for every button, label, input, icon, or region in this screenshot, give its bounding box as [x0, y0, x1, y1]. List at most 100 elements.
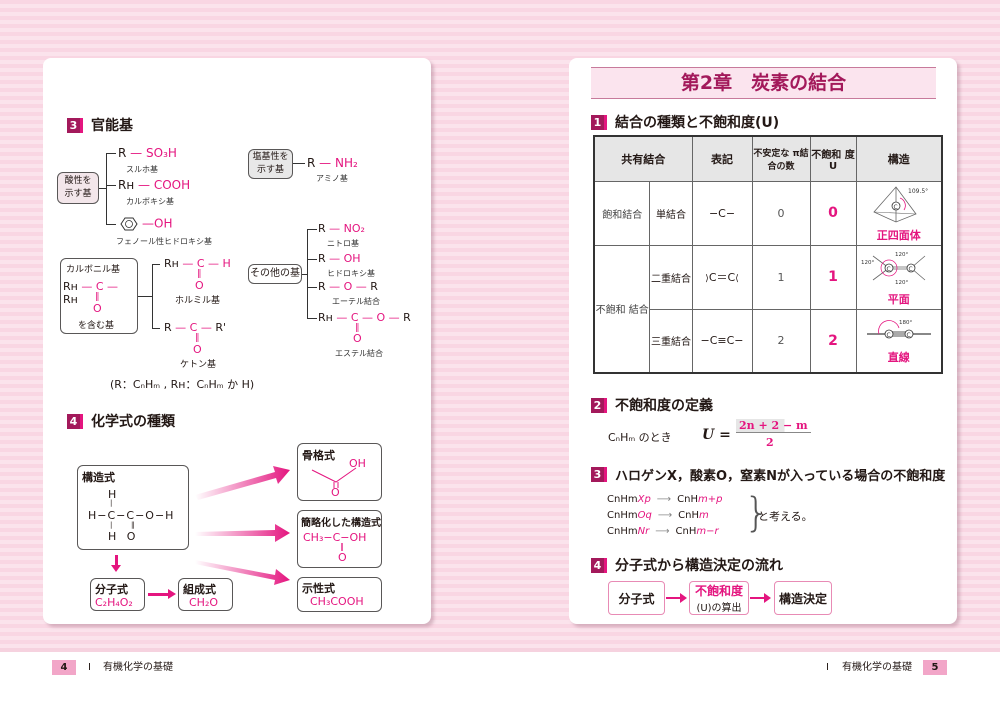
bracket-line: [307, 229, 317, 230]
skeletal-oh: OH: [349, 457, 366, 470]
section-title: 不飽和度の定義: [615, 398, 713, 414]
r-definition-note: (R：CₙHₘ , Rʜ：CₙHₘ か H): [110, 378, 255, 391]
other-group-label: その他の基: [248, 264, 302, 284]
cell-pi: 0: [751, 180, 811, 246]
planar-structure-icon: C C 120° 120° 120°: [861, 252, 926, 286]
skeletal-formula-box: 骨格式 OH O: [297, 443, 382, 501]
bracket-line: [99, 188, 106, 189]
chapter-title: 第2章 炭素の結合: [591, 67, 936, 99]
structural-row3: H O: [108, 530, 136, 543]
bracket-line: [307, 229, 308, 319]
formyl-name: ホルミル基: [175, 296, 221, 306]
bracket-line: [106, 153, 116, 154]
brace-icon: }: [744, 490, 770, 536]
section-4-heading: 4 化学式の種類: [67, 411, 175, 431]
nitro-name: ニトロ基: [327, 239, 359, 248]
svg-text:C: C: [908, 266, 912, 273]
section-title: 官能基: [91, 118, 133, 134]
svg-text:120°: 120°: [895, 252, 908, 258]
ester-name: エステル結合: [335, 349, 383, 358]
molecular-value: C₂H₄O₂: [95, 596, 133, 609]
molecular-title: 分子式: [95, 583, 128, 596]
right-arrow-icon: [168, 589, 176, 599]
cell-pi: 1: [751, 244, 811, 310]
cell-structure: C 109.5° 正四面体: [855, 180, 943, 246]
skeletal-o: O: [331, 486, 340, 499]
condensed-value: CH₃−C−OH: [303, 531, 367, 544]
ether-name: エーテル結合: [332, 297, 380, 306]
bracket-line: [106, 185, 116, 186]
amino-formula: R — NH₂: [307, 156, 358, 170]
hydroxy-formula: R — OH: [318, 252, 361, 265]
bracket-line: [152, 264, 160, 265]
bond-types-table: 共有結合 表記 不安定な π結合の数 不飽和 度 U 構造 飽和結合 単結合 −…: [593, 135, 943, 374]
bond-line: |: [110, 521, 113, 529]
rational-value: CH₃COOH: [310, 595, 364, 608]
flow-label: 構造決定: [778, 591, 827, 606]
base-label-line1: 塩基性を: [252, 152, 289, 162]
condensed-title: 簡略化した構造式: [301, 518, 381, 529]
rational-title: 示性式: [302, 582, 335, 595]
cell-type: 単結合: [649, 180, 693, 246]
double-bond: ‖: [195, 333, 200, 343]
svg-text:120°: 120°: [895, 280, 908, 286]
table-header-row: 共有結合 表記 不安定な π結合の数 不飽和 度 U 構造: [593, 135, 943, 182]
section-title: 化学式の種類: [91, 414, 175, 430]
cell-u: 1: [809, 244, 857, 310]
svg-text:C: C: [886, 266, 890, 273]
svg-text:C: C: [893, 204, 897, 211]
molecular-formula-box: 分子式 C₂H₄O₂: [90, 578, 145, 611]
shape-label: 直線: [887, 351, 910, 365]
svg-text:120°: 120°: [861, 260, 874, 266]
page-number: 4: [52, 660, 76, 675]
cell-structure: C C 180° 直線: [855, 308, 943, 374]
flow-arrow-shaft: [666, 597, 682, 599]
table-row: 不飽和 結合 二重結合 ⟩C＝C⟨ 1 1 C C 120° 120° 120°: [593, 244, 943, 374]
rule-row: CnHmNr⟶CnHm−r: [607, 526, 719, 537]
footer-part: Ⅰ: [826, 662, 829, 673]
structural-formula-box: 構造式 H | H−C−C−O−H | ‖ H O: [77, 465, 189, 550]
double-bond: ‖: [197, 269, 202, 279]
section-number: 2: [591, 397, 607, 413]
acid-group-label: 酸性を 示す基: [57, 172, 99, 204]
phenol-formula: —OH: [116, 216, 172, 232]
formula-denominator: 2: [766, 436, 774, 449]
gradient-arrows-icon: [195, 466, 290, 585]
svg-text:C: C: [886, 332, 890, 339]
skeletal-title: 骨格式: [302, 449, 335, 462]
header-notation: 表記: [691, 135, 753, 182]
section-number: 4: [591, 557, 607, 573]
section-2-heading: 2 不飽和度の定義: [591, 395, 713, 415]
structural-row2: H−C−C−O−H: [88, 509, 175, 522]
right-arrow-shaft: [148, 593, 170, 596]
base-group-label: 塩基性を 示す基: [248, 149, 293, 179]
cell-type: 三重結合: [649, 308, 693, 374]
shape-label: 平面: [887, 292, 910, 306]
skeletal-structure-icon: [311, 467, 357, 488]
carbonyl-formula: Rʜ — C — Rʜ: [63, 280, 119, 306]
bond-line: |: [110, 499, 113, 507]
flow-sublabel: (U)の算出: [696, 603, 742, 614]
footer-band: [0, 648, 1000, 709]
section-title: 結合の種類と不飽和度(U): [615, 115, 780, 131]
section-number: 1: [591, 114, 607, 130]
base-label-line2: 示す基: [256, 165, 284, 175]
section-number: 4: [67, 413, 83, 429]
section-3-heading: 3 ハロゲンX，酸素O，窒素Nが入っている場合の不飽和度: [591, 465, 945, 484]
ester-formula: Rʜ — C — O — R: [318, 311, 411, 324]
down-arrow-icon: [111, 565, 121, 572]
svg-text:C: C: [906, 332, 910, 339]
connector-line: [293, 163, 305, 164]
flow-arrow-icon: [680, 593, 687, 603]
flow-label: 不飽和度: [694, 584, 743, 598]
double-bond: ‖: [340, 542, 344, 551]
bracket-line: [302, 274, 307, 275]
header-unsaturation: 不飽和 度 U: [809, 135, 857, 182]
sulfo-formula: R — SO₃H: [118, 146, 177, 160]
double-bond: ‖: [95, 292, 100, 302]
cell-structure: C C 120° 120° 120° 平面: [855, 244, 943, 310]
page-number: 5: [923, 660, 947, 675]
rule-row: CnHmOq⟶CnHm: [607, 510, 709, 521]
bracket-line: [307, 287, 317, 288]
heteroatom-rules: CnHmXp⟶CnHm+p CnHmOq⟶CnHm CnHmNr⟶CnHm−r: [607, 492, 722, 540]
